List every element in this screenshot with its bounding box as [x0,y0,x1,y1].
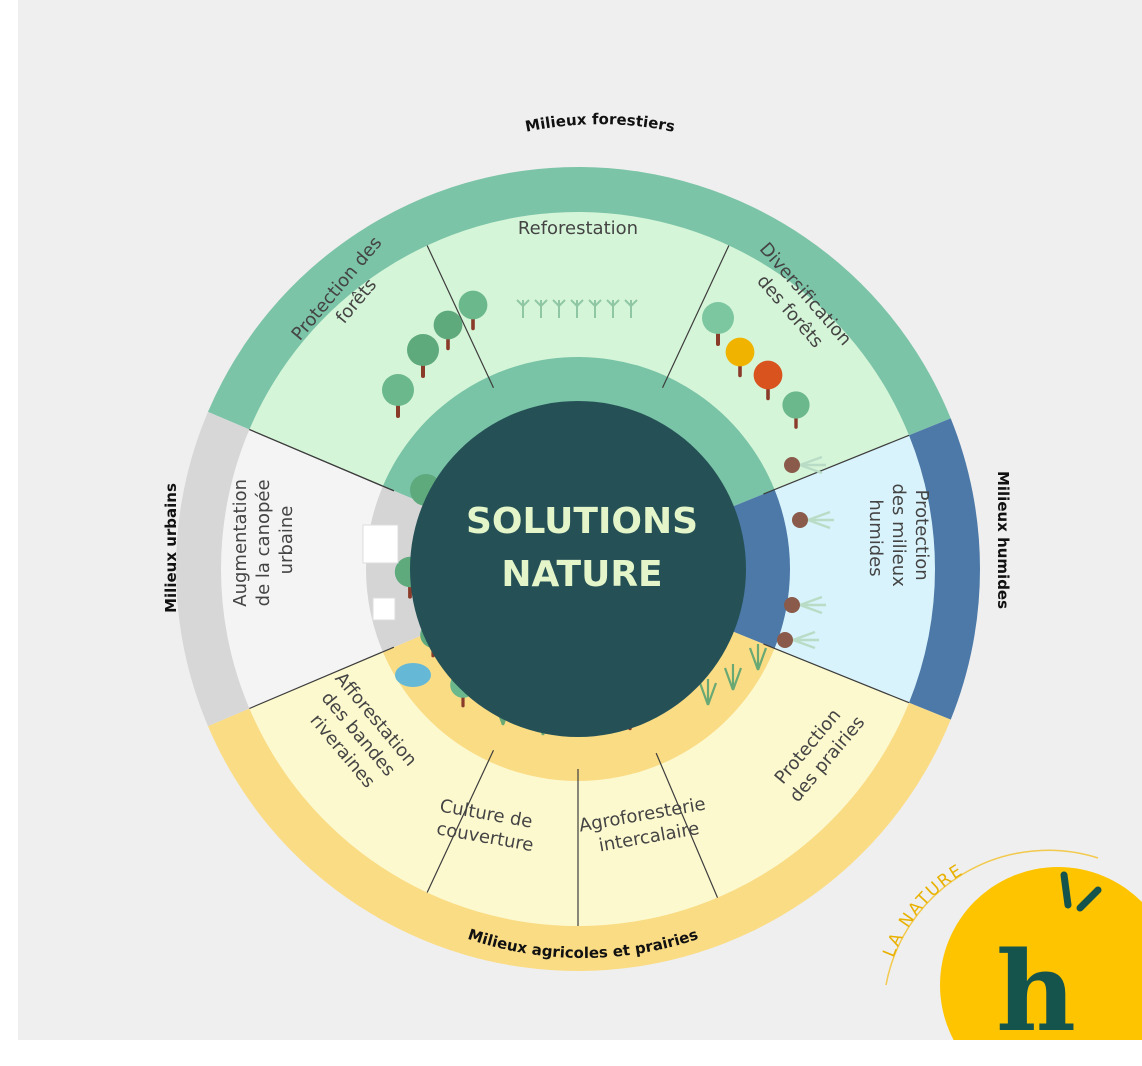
tree-icon [753,360,783,401]
solution-sectors [220,211,935,927]
tree-icon [382,374,414,418]
sector-divider [426,245,495,388]
diagram-canvas: SOLUTIONS NATURE Milieux forestiers Mili… [18,0,1142,1040]
sector-dividers [249,245,910,926]
grass-icon [698,679,718,706]
segment-label-reforestation: Reforestation [518,218,638,239]
logo-spark-icon [1060,871,1102,912]
tree-icon [407,334,439,378]
seedling-icon [534,299,548,318]
logo-letter: h [996,927,1076,1040]
segment-label-urban-canopy: Augmentation de la canopée urbaine [230,473,297,606]
grass-icon [748,644,768,671]
seedling-icon [570,299,584,318]
category-ring-urban [175,411,251,727]
category-ring-forest [207,166,951,436]
cattail-icon [792,512,808,528]
cattail-icon [784,597,800,613]
reed-icon [792,630,819,650]
seedling-icon [552,299,566,318]
category-label-urban: Milieux urbains [162,483,180,613]
solutions-wheel: SOLUTIONS NATURE Milieux forestiers Mili… [162,110,1142,1040]
inner-band-wetland [730,489,791,649]
tree-icon [725,337,755,378]
sector-divider [661,245,730,388]
brand-logo: LA NATURE h [879,849,1142,1040]
reed-icon [807,510,834,530]
building-icon [362,524,399,564]
sector-divider [249,646,395,710]
logo-arc-line [885,849,1099,986]
category-sector-wetland [772,435,935,703]
category-label-forest: Milieux forestiers [524,110,677,136]
pond-icon [395,663,431,687]
cattail-icon [784,457,800,473]
sector-divider [763,434,910,495]
center-title-line1: SOLUTIONS [466,501,698,542]
inner-band-agri [382,630,775,782]
tree-icon [458,290,488,331]
inner-band-forest [382,357,775,508]
reed-icon [799,595,826,615]
category-sector-urban [220,429,385,709]
reed-icon [799,455,826,475]
category-sector-forest [249,211,910,491]
segment-label-wetland-protection: Protection des milieux humides [865,483,932,592]
sector-divider [426,750,495,893]
sector-divider [249,428,395,492]
tree-icon [702,302,734,346]
category-label-wetland: Milieux humides [994,471,1012,609]
sector-divider [763,643,910,704]
center-disc [410,401,746,737]
seedling-icon [624,299,638,318]
center-title-line2: NATURE [501,554,662,595]
seedling-icon [588,299,602,318]
logo-badge [940,867,1142,1040]
sector-divider [655,752,719,898]
seedling-icon [516,299,530,318]
category-ring-agri [207,702,951,971]
tree-icon [782,391,810,429]
grass-icon [723,664,743,691]
cattail-icon [777,632,793,648]
building-icon [372,597,396,621]
illustrations [362,290,834,736]
tree-icon [433,310,463,351]
seedling-icon [606,299,620,318]
category-sector-agri [249,647,910,927]
